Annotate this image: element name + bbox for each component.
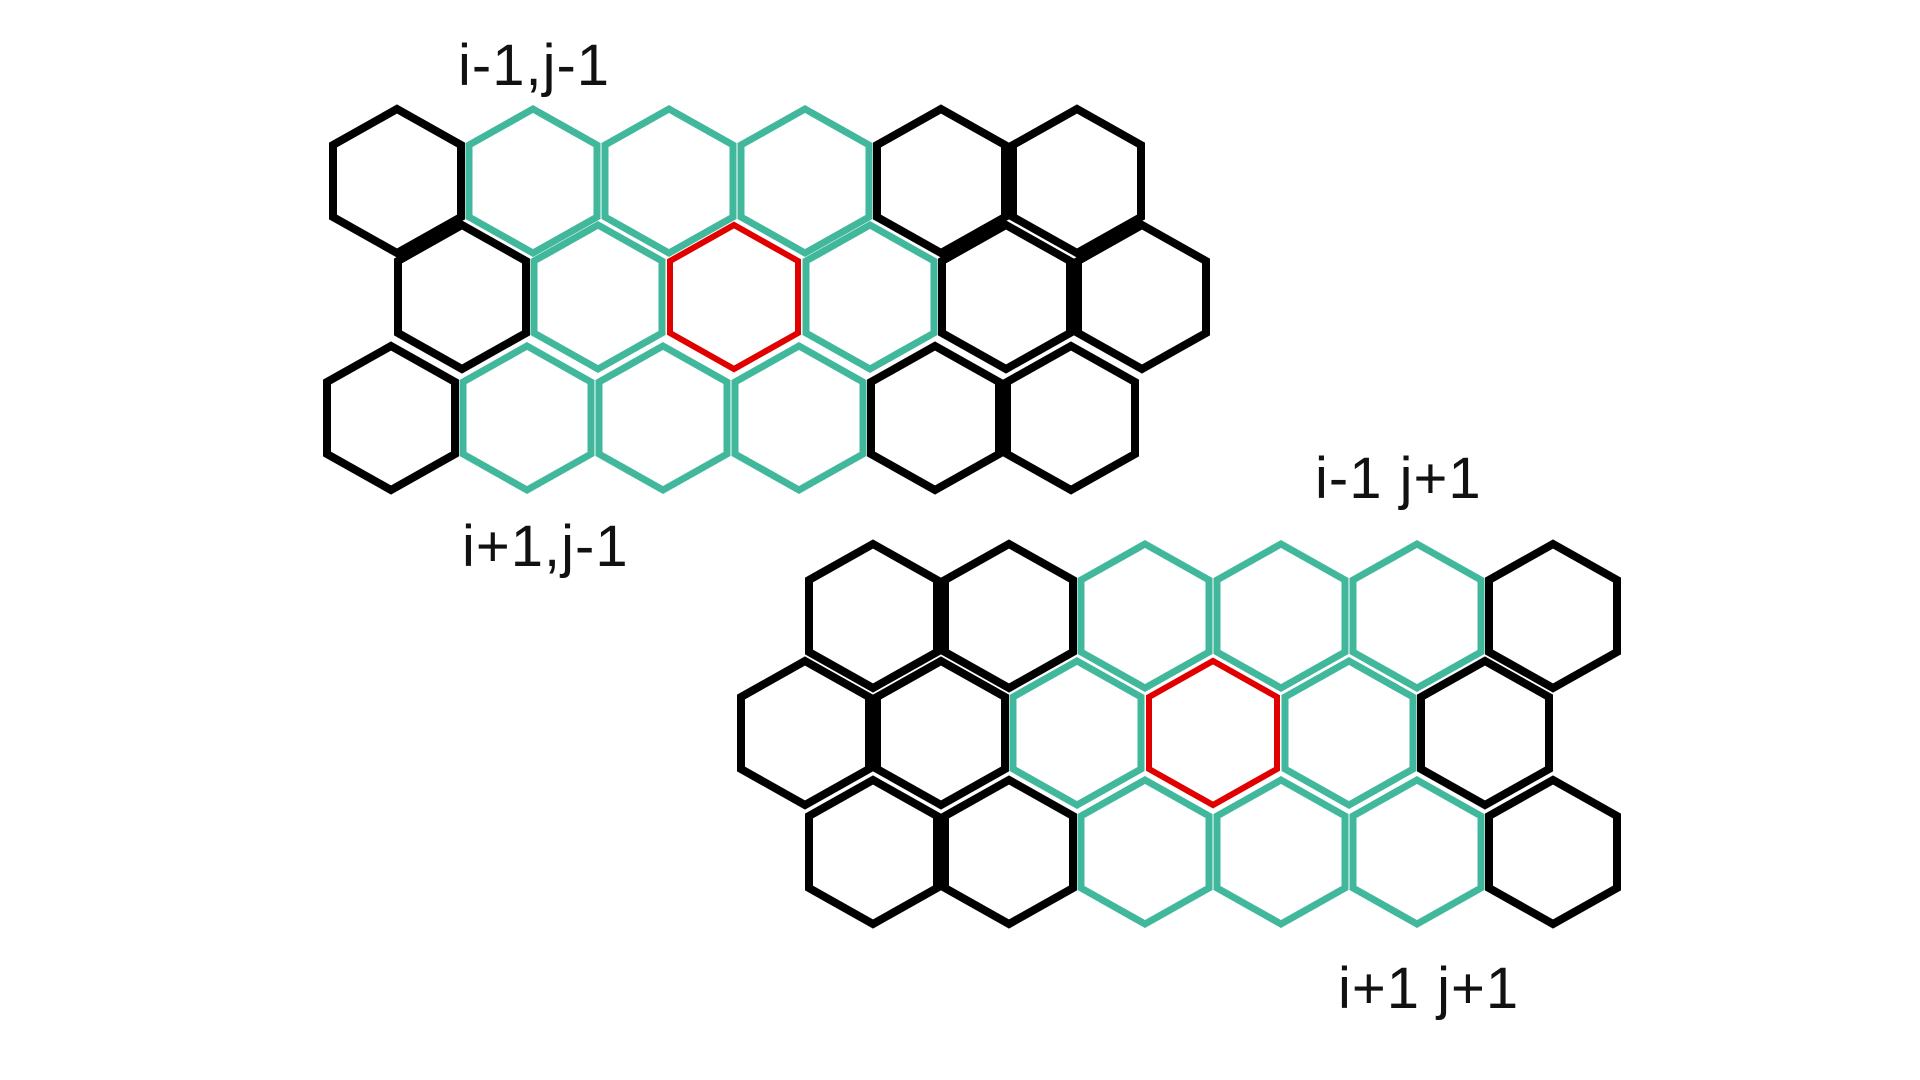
label-i-minus-1-j-minus-1: i-1,j-1 [458, 33, 611, 98]
hex-cell [938, 220, 1074, 374]
hex-cell-neighbor [1009, 656, 1145, 810]
hex-cell-neighbor [1349, 775, 1485, 929]
hex-cell-neighbor [601, 104, 737, 258]
hex-cell-center [1146, 657, 1280, 809]
hex-cell [1074, 220, 1210, 374]
hex-cell-neighbor [731, 341, 867, 495]
hex-cell [941, 775, 1077, 929]
hex-cell [805, 539, 941, 693]
hex-cell-neighbor [1349, 539, 1485, 693]
hex-cell [323, 341, 459, 495]
hex-cell-neighbor [465, 104, 601, 258]
hex-cell [394, 220, 530, 374]
label-i-minus-1-j-plus-1: i-1 j+1 [1315, 446, 1482, 511]
hex-cell-neighbor [1213, 775, 1349, 929]
hex-cell [737, 656, 873, 810]
hex-cell [873, 656, 1009, 810]
hex-cell [1485, 775, 1621, 929]
hex-cell-neighbor [530, 220, 666, 374]
hex-cell-neighbor [802, 220, 938, 374]
hex-cell-neighbor [1281, 656, 1417, 810]
hex-cell-center [667, 221, 801, 373]
hex-cell-neighbor [1077, 775, 1213, 929]
hex-cell [873, 104, 1009, 258]
hex-cell-neighbor [1213, 539, 1349, 693]
hex-cell-neighbor [459, 341, 595, 495]
hex-cell [805, 775, 941, 929]
hex-cell [1009, 104, 1145, 258]
label-i-plus-1-j-minus-1: i+1,j-1 [462, 514, 629, 579]
hex-cell [1417, 656, 1553, 810]
hex-cell-neighbor [1077, 539, 1213, 693]
hex-cell-neighbor [595, 341, 731, 495]
hex-cell [329, 104, 465, 258]
hex-cell [941, 539, 1077, 693]
hex-cell-neighbor [737, 104, 873, 258]
label-i-plus-1-j-plus-1: i+1 j+1 [1338, 956, 1520, 1021]
hex-cell [1003, 341, 1139, 495]
hex-cell [867, 341, 1003, 495]
hex-cell [1485, 539, 1621, 693]
